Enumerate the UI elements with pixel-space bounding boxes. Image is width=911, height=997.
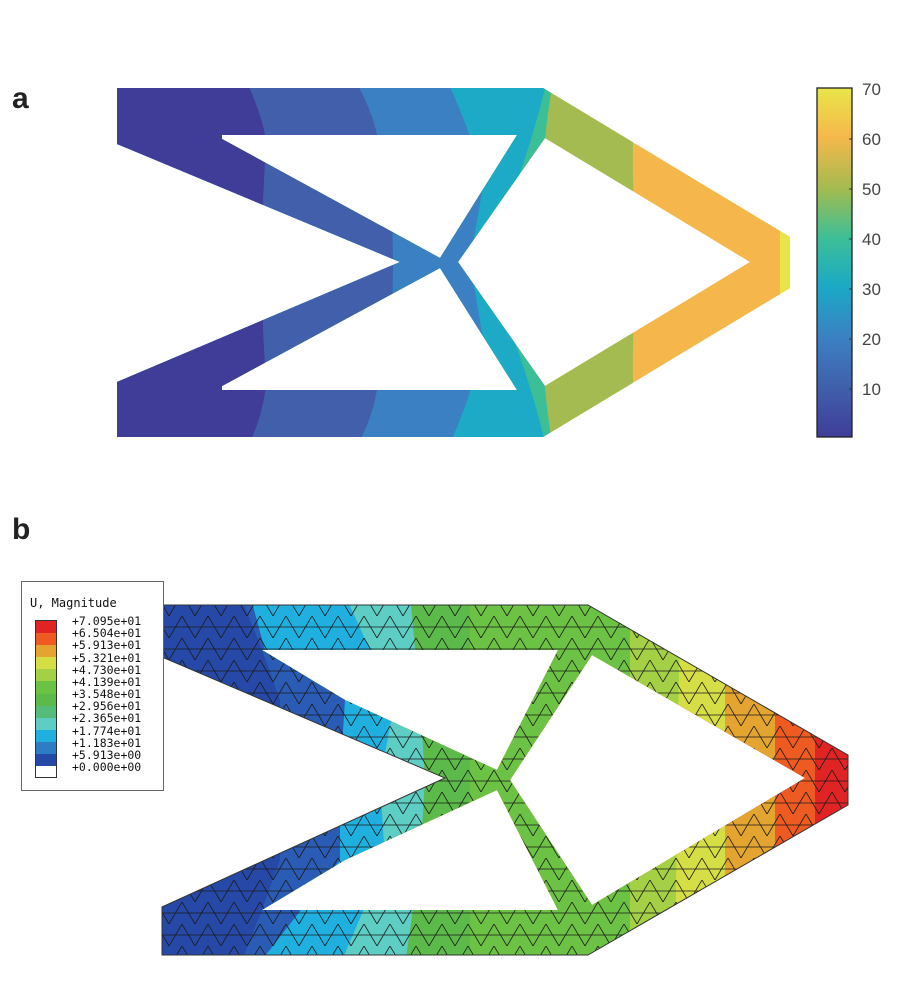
legend-value: +2.956e+01	[72, 699, 142, 713]
colorbar-tick: 60	[862, 130, 881, 149]
legend-value: +1.183e+01	[72, 736, 142, 750]
legend-value: +7.095e+01	[72, 614, 142, 628]
legend-value: +5.913e+00	[72, 748, 142, 762]
legend-value: +3.548e+01	[72, 687, 142, 701]
legend-value: +1.774e+01	[72, 724, 142, 738]
colorbar-tick: 70	[862, 80, 881, 99]
colorbar-tick: 50	[862, 180, 881, 199]
panel-label-a: a	[12, 82, 29, 115]
colorbar-tick: 10	[862, 380, 881, 399]
panel-b-structure	[162, 605, 848, 955]
legend-value: +5.913e+01	[72, 638, 142, 652]
legend-value: +0.000e+00	[72, 760, 142, 774]
legend-value: +2.365e+01	[72, 711, 142, 725]
panel-label-b: b	[12, 513, 31, 546]
legend-value: +4.139e+01	[72, 675, 142, 689]
colorbar	[816, 87, 853, 438]
colorbar-tick: 30	[862, 280, 881, 299]
legend-title: U, Magnitude	[30, 596, 117, 610]
legend-value: +5.321e+01	[72, 651, 142, 665]
colorbar-tick: 20	[862, 330, 881, 349]
legend-value: +4.730e+01	[72, 663, 142, 677]
legend-u-magnitude: U, Magnitude +7.095e+01 +6.504e+01 +5.91…	[21, 581, 164, 791]
legend-color-scale	[35, 620, 57, 778]
legend-value: +6.504e+01	[72, 626, 142, 640]
colorbar-tick: 40	[862, 230, 881, 249]
